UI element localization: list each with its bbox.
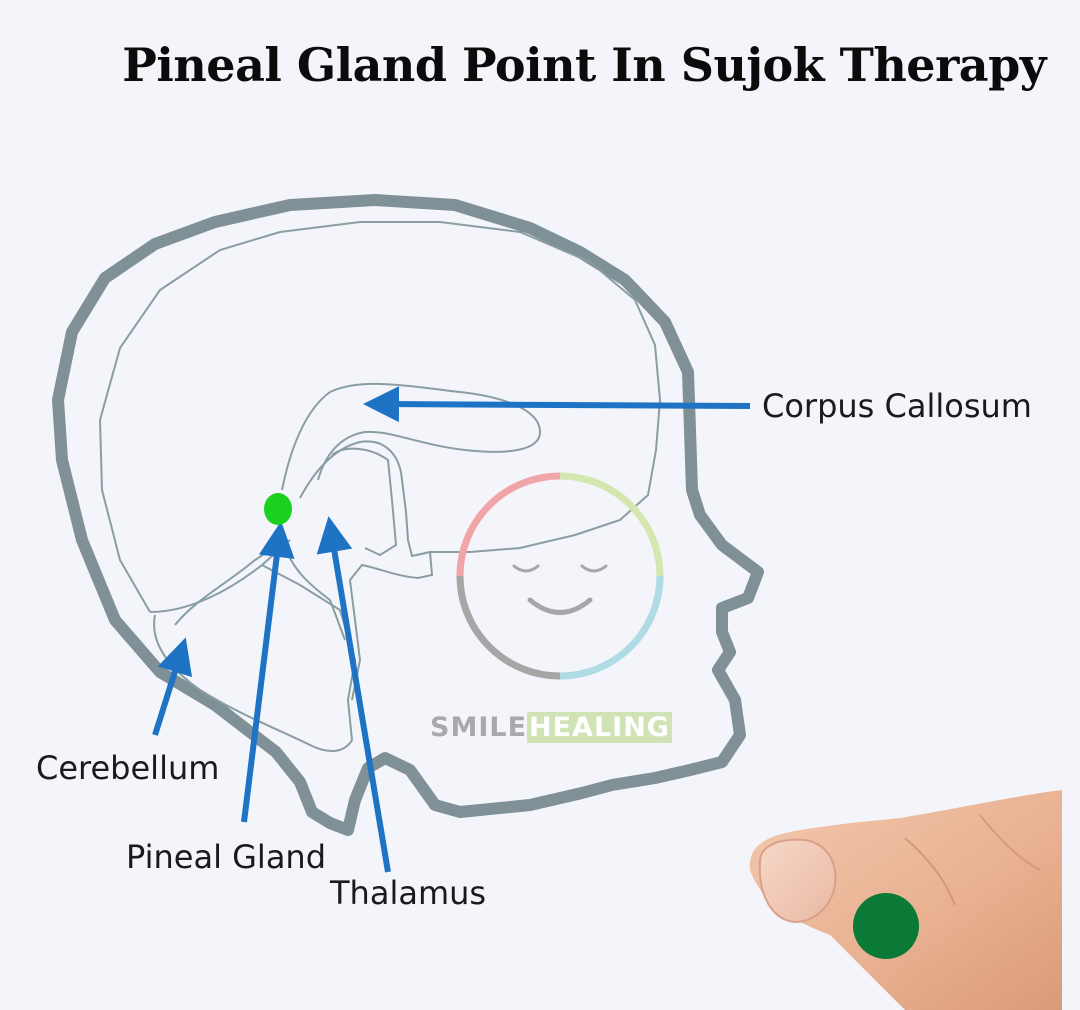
page-title: Pineal Gland Point In Sujok Therapy — [122, 38, 1046, 92]
smile-healing-logo-icon — [456, 472, 664, 680]
label-corpus-callosum: Corpus Callosum — [762, 387, 1032, 425]
brand-wordmark: SMILEHEALING — [430, 712, 672, 743]
pineal-point-dot — [853, 893, 919, 959]
arrow-cerebellum — [152, 637, 193, 736]
arrow-pineal-gland — [241, 521, 295, 823]
label-pineal-gland: Pineal Gland — [126, 838, 327, 876]
label-thalamus: Thalamus — [330, 874, 487, 912]
brain-outline — [98, 221, 662, 613]
pineal-gland-marker — [264, 493, 292, 525]
cerebellum-inner-line — [174, 544, 279, 626]
thumb-image — [749, 790, 1062, 1010]
thalamus-shape — [299, 440, 434, 701]
arrow-corpus-callosum — [363, 386, 751, 423]
skull-outline — [52, 194, 764, 836]
label-cerebellum: Cerebellum — [36, 749, 220, 787]
arrow-thalamus — [316, 516, 391, 873]
brand-part-smile: SMILE — [430, 712, 528, 743]
brand-part-healing: HEALING — [527, 712, 672, 743]
brain-cerebellum-line — [149, 539, 291, 613]
brainstem-inner-line — [331, 447, 398, 557]
corpus-callosum-shape — [281, 382, 542, 491]
